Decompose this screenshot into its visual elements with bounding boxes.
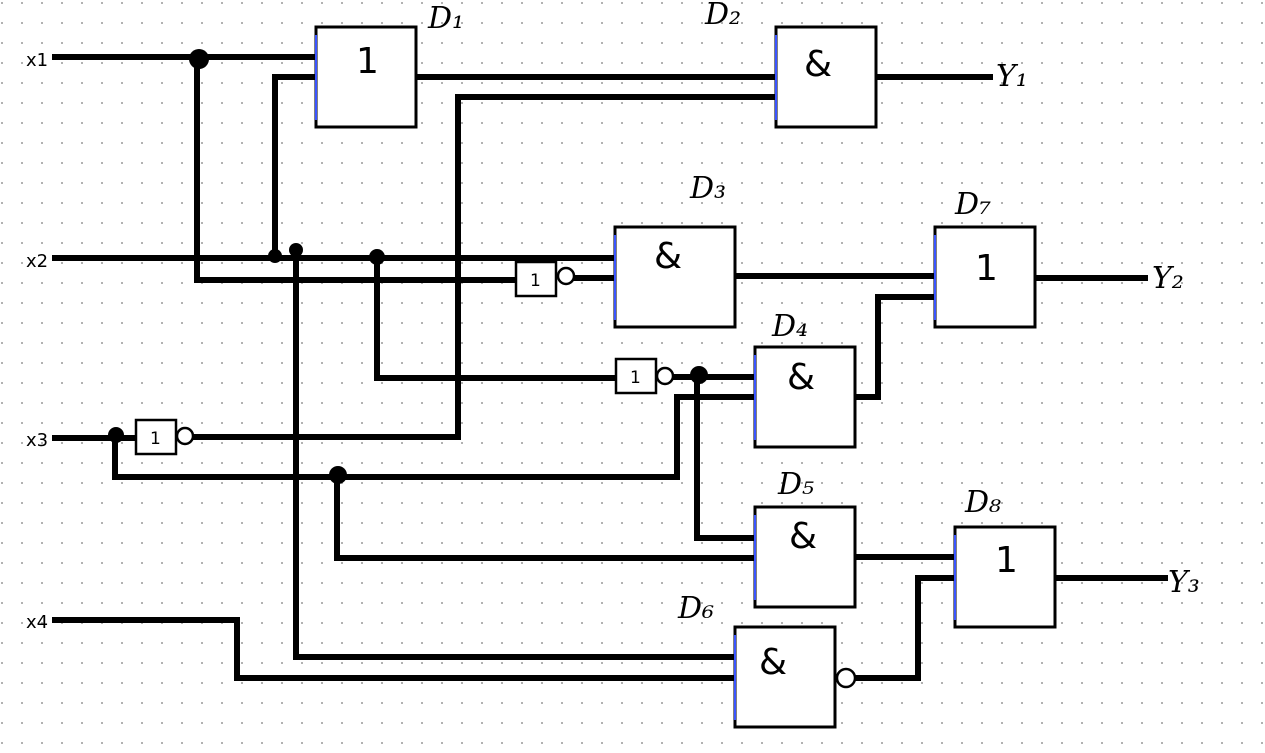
wire-x2-to-d6 (293, 247, 738, 660)
wire-x3-branch (112, 394, 758, 480)
input-label-x1: x1 (26, 50, 48, 71)
wires (52, 54, 1168, 681)
gate-symbol: & (804, 44, 832, 85)
input-label-x2: x2 (26, 251, 48, 272)
junction-dot (289, 243, 303, 257)
gate-d1: 1 D₁ (314, 1, 464, 129)
junction-dot (268, 249, 282, 263)
gate-symbol: & (759, 642, 787, 683)
gate-label: D₄ (771, 309, 808, 344)
gate-d2: & D₂ (704, 0, 878, 129)
gate-label: D₃ (689, 171, 726, 206)
gate-output-bubble (835, 667, 857, 689)
inverter-bubble (556, 266, 576, 286)
output-label-y1: Y₁ (996, 59, 1028, 94)
wire-x2-to-d1 (272, 74, 318, 261)
output-label-y2: Y₂ (1152, 261, 1184, 296)
gate-label: D₆ (677, 591, 714, 626)
gate-label: D₁ (427, 1, 464, 36)
input-label-x3: x3 (26, 430, 48, 451)
junctions (108, 49, 708, 484)
gate-d4: & D₄ (753, 309, 857, 449)
inverter-symbol: 1 (630, 368, 641, 388)
gate-symbol: & (654, 236, 682, 277)
wire-x4 (52, 617, 738, 681)
inverter-bubble (655, 366, 675, 386)
wire-x2-to-inv2 (374, 255, 618, 381)
wire-x3-to-d5 (334, 474, 758, 561)
gate-label: D₇ (954, 187, 991, 222)
gate-symbol: & (789, 516, 817, 557)
gate-d7: 1 D₇ (933, 187, 1037, 329)
junction-dot (189, 49, 209, 69)
gate-symbol: & (787, 357, 815, 398)
gate-label: D₅ (777, 467, 814, 502)
gate-label: D₂ (704, 0, 741, 32)
inverter-inv1: 1 (514, 260, 576, 298)
junction-dot (108, 427, 124, 443)
wire-d4-to-d7 (852, 294, 938, 400)
junction-dot (369, 249, 385, 265)
inverter-inv3: 1 (134, 418, 195, 456)
inverter-bubble (175, 426, 195, 446)
gate-symbol: 1 (356, 41, 379, 82)
junction-dot (690, 366, 708, 384)
wire-d6-to-d8 (852, 575, 958, 681)
wire-x1-branch (194, 54, 518, 283)
inverter-symbol: 1 (150, 429, 161, 449)
gate-d6: & D₆ (677, 591, 857, 729)
inverter-symbol: 1 (530, 271, 541, 291)
gate-d8: 1 D₈ (953, 485, 1057, 629)
gate-symbol: 1 (975, 248, 998, 289)
gate-symbol: 1 (995, 540, 1018, 581)
gate-label: D₈ (964, 485, 1001, 520)
output-label-y3: Y₃ (1168, 565, 1200, 600)
wire-inv2-to-d5 (694, 374, 758, 541)
input-label-x4: x4 (26, 612, 48, 633)
gate-d3: & D₃ (613, 171, 737, 329)
junction-dot (329, 466, 347, 484)
inverter-inv2: 1 (614, 357, 675, 395)
gate-d5: & D₅ (753, 467, 857, 609)
wire-inv3-to-d2 (189, 94, 778, 440)
